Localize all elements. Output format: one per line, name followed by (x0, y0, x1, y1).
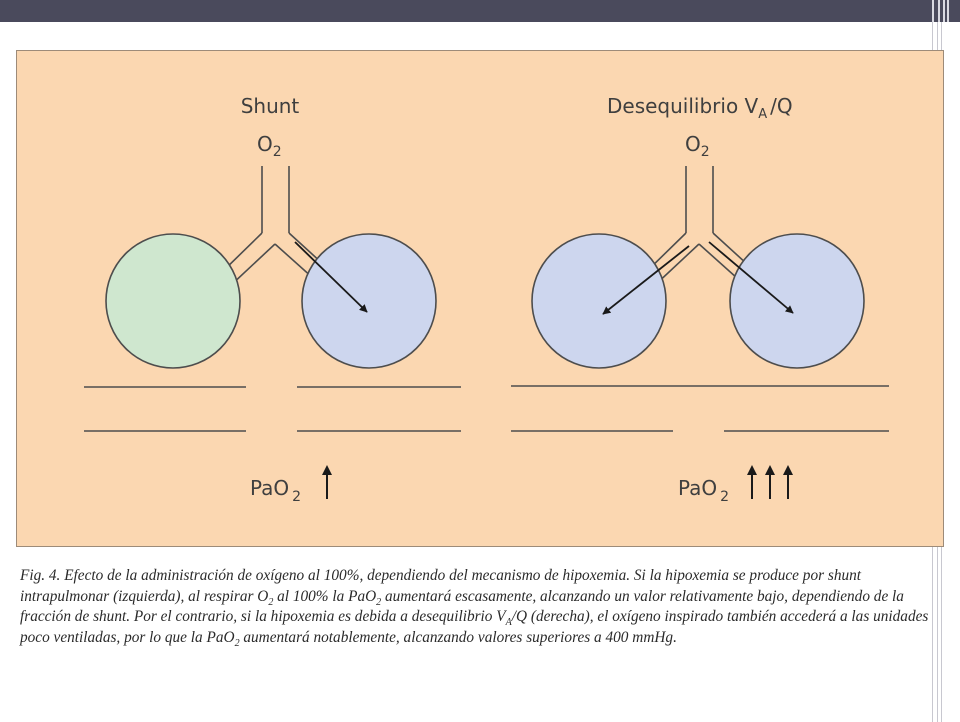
caption-sub-3: A (505, 617, 512, 629)
figure-caption: Fig. 4. Efecto de la administración de o… (20, 566, 938, 648)
figure-panel: Shunt O2 (16, 50, 944, 547)
lung-diagram: Shunt O2 (84, 94, 889, 505)
vq-title-end: /Q (770, 94, 792, 118)
vq-section: Desequilibrio VA/Q O2 (511, 94, 889, 505)
vq-title-main: Desequilibrio V (607, 94, 759, 118)
vq-capillary-lines (511, 385, 889, 432)
shunt-airway (218, 166, 336, 288)
caption-part-2: al 100% la PaO (273, 587, 377, 605)
caption-part-4: /Q (derecha), el oxígeno inspirado tambi… (20, 608, 929, 646)
caption-sub-4: 2 (234, 637, 240, 649)
shunt-section: Shunt O2 (84, 94, 461, 505)
vq-o2-sub: 2 (701, 144, 710, 160)
shunt-pao2-main: PaO (250, 476, 289, 500)
shunt-pao2-sub: 2 (292, 489, 301, 505)
vq-alveolus-normal (729, 233, 865, 369)
vq-airway (642, 166, 760, 288)
caption-part-5: aumentará notablemente, alcanzando valor… (239, 628, 677, 646)
vq-pao2-sub: 2 (720, 489, 729, 505)
shunt-o2-label: O2 (257, 132, 282, 160)
vq-alveolus-low-ventilation (531, 233, 667, 369)
shunt-capillary-lines (84, 386, 461, 432)
vq-airflow-arrow-right (708, 241, 794, 314)
shunt-o2-main: O (257, 132, 273, 156)
shunt-airflow-arrow (294, 241, 368, 313)
vq-o2-main: O (685, 132, 701, 156)
vq-title-sub: A (758, 107, 767, 122)
caption-part-1: Fig. 4. Efecto de la administración de o… (20, 567, 862, 605)
caption-part-3: aumentará escasamente, alcanzando un val… (20, 587, 904, 626)
top-bar-decoration (932, 0, 952, 22)
vq-o2-label: O2 (685, 132, 710, 160)
vq-airflow-arrow-left (602, 245, 690, 315)
shunt-o2-sub: 2 (273, 144, 282, 160)
vq-title: Desequilibrio VA/Q (607, 94, 793, 122)
shunt-alveolus-unventilated (105, 233, 241, 369)
shunt-alveolus-ventilated (301, 233, 437, 369)
top-bar (0, 0, 960, 22)
vq-pao2-arrows (747, 465, 793, 499)
caption-sub-1: 2 (268, 596, 274, 608)
shunt-title: Shunt (241, 94, 300, 118)
caption-sub-2: 2 (376, 596, 382, 608)
vq-pao2-main: PaO (678, 476, 717, 500)
